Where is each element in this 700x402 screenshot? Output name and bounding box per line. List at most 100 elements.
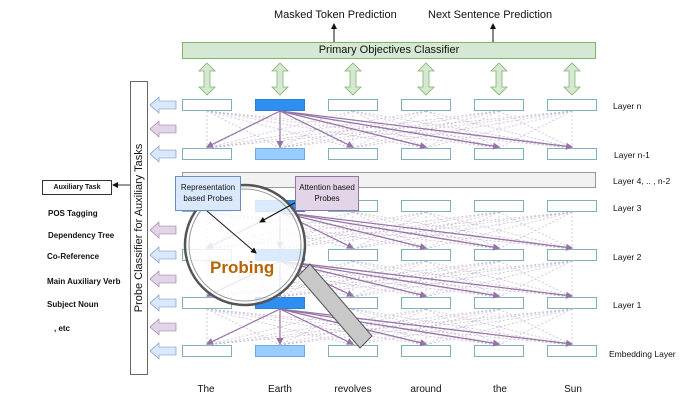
attention-dashed-line [425, 260, 573, 298]
probe-classifier-column: Probe Classifier for Auxiliary Tasks [130, 81, 148, 375]
attention-solid-line [279, 260, 574, 299]
representation-probes-box: Representation based Probes [175, 176, 241, 211]
attention-arrow-icon [149, 221, 177, 239]
token-word: revolves [334, 384, 372, 395]
attention-dashed-line [279, 211, 573, 250]
probing-label: Probing [210, 258, 275, 277]
token-box [328, 148, 378, 160]
attention-dashed-line [206, 308, 573, 346]
attention-solid-line [279, 308, 574, 347]
attention-solid-line [279, 308, 355, 345]
attention-dashed-line [352, 260, 500, 298]
token-box [547, 200, 597, 212]
attention-dashed-line [352, 211, 500, 250]
green-double-arrows [198, 62, 581, 96]
attention-solid-line [279, 110, 355, 148]
magnifier-icon [183, 183, 373, 349]
attention-dashed-line [206, 110, 573, 149]
attention-dashed-line [425, 308, 573, 346]
attention-dashed-line [425, 211, 573, 250]
representation-probe-arrow [206, 210, 257, 254]
double-arrow-icon [344, 62, 362, 96]
attention-dashed-line [425, 308, 500, 346]
double-arrow-icon [417, 62, 435, 96]
aux-task-item: Subject Noun [47, 300, 99, 309]
token-box [182, 148, 232, 160]
primary-objectives-classifier: Primary Objectives Classifier [182, 42, 596, 59]
attention-dashed-line [206, 110, 500, 149]
attention-dashed-line [352, 308, 573, 346]
attention-dashed-line [279, 260, 427, 298]
token-word: the [493, 384, 507, 395]
attention-solid-line [279, 260, 501, 299]
representation-arrow-icon [149, 342, 177, 360]
token-box [182, 99, 232, 111]
layer-label-2: Layer 2 [613, 252, 642, 262]
attention-dashed-line [279, 308, 573, 346]
representation-arrow-icon [149, 246, 177, 264]
attention-dashed-line [352, 211, 573, 250]
token-box [474, 99, 524, 111]
representation-arrow-icon [149, 145, 177, 163]
attention-dashed-line [352, 260, 500, 298]
attention-dashed-line [279, 110, 427, 149]
probe-side-arrows [149, 96, 177, 360]
attention-solid-line [205, 308, 281, 345]
attention-dashed-line [352, 110, 500, 149]
token-box [328, 345, 378, 357]
magnifier-lens [183, 183, 307, 307]
attention-dashed-line [352, 308, 500, 346]
attention-dashed-line [352, 308, 500, 346]
aux-task-item: Co-Reference [47, 252, 100, 261]
attention-dashed-line [352, 110, 500, 149]
attention-dashed-line [425, 110, 573, 149]
attention-dashed-line [498, 211, 573, 250]
attention-dashed-line [498, 110, 573, 149]
layer-label-embedding: Embedding Layer [609, 349, 676, 359]
attention-probes-box: Attention based Probes [295, 176, 359, 211]
attention-dashed-line [279, 308, 500, 346]
double-arrow-icon [198, 62, 216, 96]
magnifier-handle [297, 263, 373, 349]
attention-solid-line [279, 211, 501, 251]
token-box [182, 345, 232, 357]
attention-dashed-line [279, 211, 500, 250]
attention-arrow-icon [149, 318, 177, 336]
representation-arrow-icon [149, 294, 177, 312]
attention-solid-line [279, 110, 574, 150]
aux-task-item: Dependency Tree [48, 231, 115, 240]
attention-dashed-line [425, 260, 500, 298]
attention-solid-line [279, 211, 428, 251]
aux-task-item: , etc [54, 324, 71, 333]
attention-solid-line [279, 308, 501, 347]
token-word: around [410, 384, 442, 395]
token-word: Sun [564, 384, 582, 395]
attention-dashed-line [498, 308, 573, 346]
attention-dashed-line [352, 260, 573, 298]
double-arrow-icon [271, 62, 289, 96]
attention-solid-line [279, 110, 501, 150]
attention-solid-line [279, 260, 428, 299]
representation-arrow-icon [149, 96, 177, 114]
aux-task-item: POS Tagging [48, 209, 98, 218]
attention-dashed-line [279, 110, 573, 149]
attention-dashed-line [498, 260, 573, 298]
token-box [255, 345, 305, 357]
double-arrow-icon [490, 62, 508, 96]
attention-arrow-icon [149, 270, 177, 288]
layer-label-n-1: Layer n-1 [614, 150, 650, 160]
attention-dashed-line [206, 308, 427, 346]
token-box [255, 99, 305, 111]
token-box [401, 200, 451, 212]
token-word: The [197, 384, 215, 395]
attention-dashed-line [279, 110, 500, 149]
attention-arrow-icon [149, 120, 177, 138]
attention-solid-line [279, 211, 574, 251]
layer-label-n: Layer n [613, 101, 642, 111]
layer-label-3: Layer 3 [613, 203, 642, 213]
attention-dashed-line [425, 110, 500, 149]
attention-probe-arrow [259, 199, 301, 223]
token-box [328, 249, 378, 261]
layer-label-1: Layer 1 [613, 300, 642, 310]
